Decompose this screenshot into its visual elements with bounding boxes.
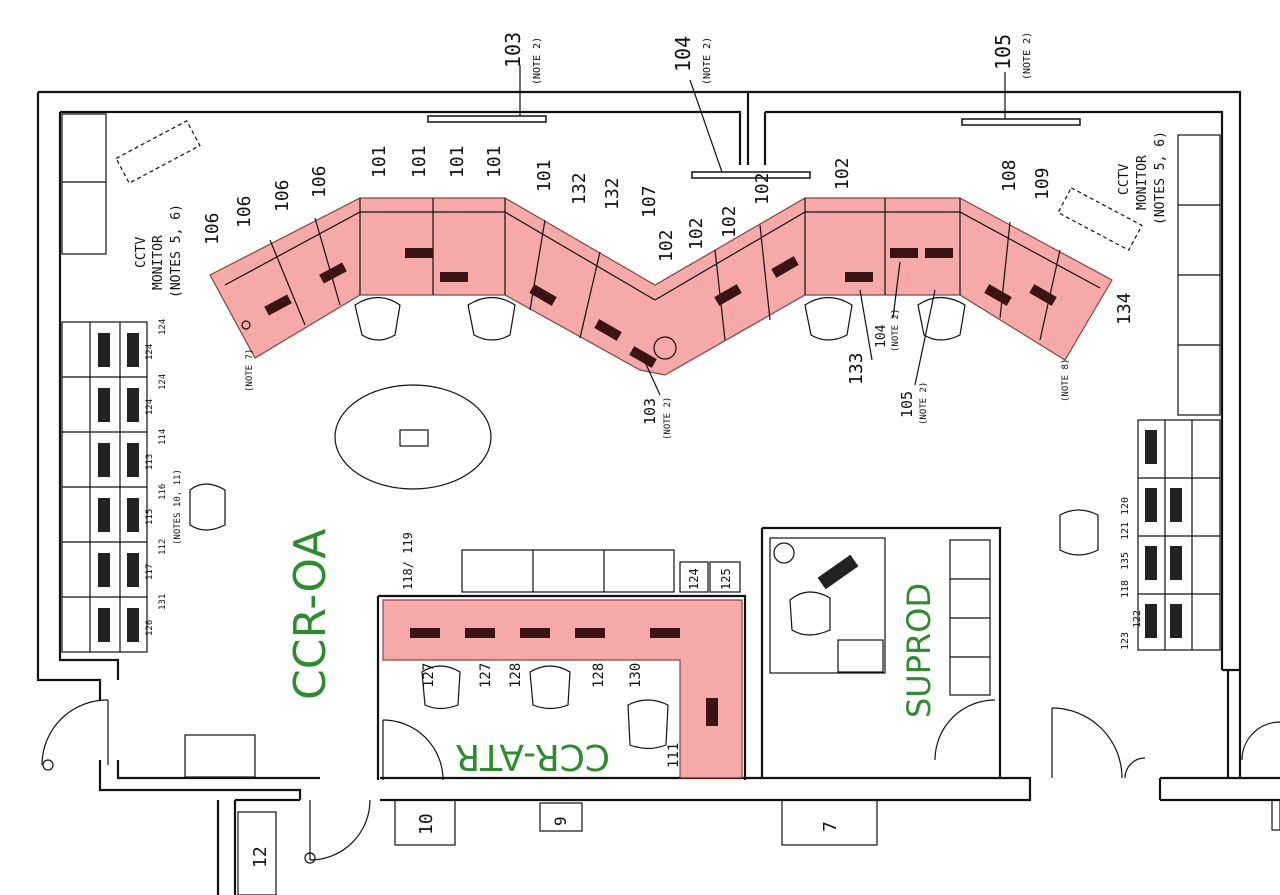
- doors: [41, 699, 1280, 864]
- label-9-box: 9: [551, 816, 570, 826]
- right-rack-labels: 120 121 135 118 123 122: [1120, 497, 1143, 650]
- svg-text:114: 114: [158, 429, 168, 445]
- console-label: 105: [898, 391, 916, 418]
- suprod-room: [760, 526, 1002, 778]
- console-label: 132: [569, 172, 590, 205]
- label-103-top: 103: [501, 32, 525, 68]
- svg-text:115: 115: [145, 509, 155, 525]
- right-racks: [1137, 419, 1221, 651]
- atr-label: 128: [508, 663, 524, 688]
- svg-text:(NOTE 2): (NOTE 2): [891, 309, 901, 352]
- svg-text:122: 122: [1132, 610, 1143, 628]
- console-label: 103: [641, 398, 659, 425]
- console-label: 109: [1032, 167, 1053, 200]
- oval-table: [334, 384, 492, 490]
- cctv-left-note: CCTV MONITOR (NOTES 5, 6): [134, 204, 184, 298]
- console-label: 104: [874, 324, 889, 348]
- atr-label: 127: [478, 663, 494, 688]
- svg-text:(NOTES 5, 6): (NOTES 5, 6): [169, 204, 184, 298]
- svg-text:124: 124: [145, 399, 155, 415]
- console-label: 102: [832, 157, 853, 190]
- svg-text:124: 124: [158, 374, 168, 390]
- svg-text:116: 116: [158, 484, 168, 500]
- label-118-119: 118/ 119: [401, 532, 415, 590]
- svg-text:124: 124: [158, 319, 168, 335]
- room-label-suprod: SUPROD: [900, 583, 938, 718]
- console-label: 101: [534, 159, 555, 192]
- label-12-box: 12: [250, 846, 271, 868]
- label-105-top: 105: [991, 34, 1015, 70]
- svg-text:135: 135: [1120, 552, 1131, 570]
- svg-text:117: 117: [145, 564, 155, 580]
- svg-text:123: 123: [1120, 632, 1131, 650]
- svg-text:118: 118: [1120, 580, 1131, 598]
- svg-text:113: 113: [145, 454, 155, 470]
- outer-walls: [36, 90, 1280, 895]
- svg-text:126: 126: [145, 620, 155, 636]
- svg-text:(NOTES 10, 11): (NOTES 10, 11): [173, 469, 183, 545]
- label-10-box: 10: [416, 813, 437, 835]
- svg-text:(NOTES 5, 6): (NOTES 5, 6): [1153, 131, 1168, 225]
- svg-text:(NOTE 8): (NOTE 8): [1061, 359, 1071, 402]
- console-label: 106: [202, 212, 223, 245]
- console-label: 132: [602, 177, 623, 210]
- atr-labels: 127 127 128 128 130 111: [421, 663, 682, 768]
- console-label: 107: [639, 185, 660, 218]
- console-label: 102: [686, 217, 707, 250]
- ccr-atr-room: [376, 549, 747, 781]
- console-label: 101: [409, 145, 430, 178]
- bottom-boxes: [184, 734, 1280, 895]
- label-104-top: 104: [671, 36, 695, 72]
- left-rack-labels: 124 124 124 124 113 114 115 116 117 112 …: [145, 319, 183, 636]
- atr-label: 128: [591, 663, 607, 688]
- console-label: 106: [234, 195, 255, 228]
- right-cabinets: [1057, 134, 1221, 416]
- console-label: 133: [846, 352, 867, 385]
- svg-text:MONITOR: MONITOR: [151, 235, 166, 290]
- cctv-right-note: CCTV MONITOR (NOTES 5, 6): [1117, 131, 1168, 225]
- room-label-ccr-atr: CCR-ATR: [455, 736, 610, 777]
- main-console: [209, 197, 1113, 376]
- svg-text:120: 120: [1120, 497, 1131, 515]
- svg-text:131: 131: [158, 594, 168, 610]
- console-label: 101: [484, 145, 505, 178]
- console-label: 108: [999, 159, 1020, 192]
- console-labels: 106 106 106 106 101 101 101 101 101 132 …: [202, 145, 1135, 425]
- svg-text:CCTV: CCTV: [134, 237, 149, 268]
- label-125-box: 125: [719, 568, 733, 590]
- svg-text:(NOTE 7): (NOTE 7): [245, 349, 255, 392]
- leader-lines: [644, 261, 936, 396]
- console-label: 102: [656, 229, 677, 262]
- svg-text:CCTV: CCTV: [1117, 164, 1132, 195]
- svg-text:121: 121: [1120, 522, 1131, 540]
- label-124-box: 124: [687, 568, 701, 590]
- label-7-box: 7: [820, 821, 841, 832]
- svg-text:MONITOR: MONITOR: [1135, 155, 1150, 210]
- note2-105-top: (NOTE 2): [1022, 32, 1033, 80]
- console-label: 106: [309, 165, 330, 198]
- left-cabinets: [61, 113, 201, 255]
- console-label: 134: [1114, 292, 1135, 325]
- note2-104-top: (NOTE 2): [702, 37, 713, 85]
- svg-text:(NOTE 2): (NOTE 2): [663, 397, 673, 440]
- console-label: 102: [719, 205, 740, 238]
- note2-103-top: (NOTE 2): [532, 37, 543, 85]
- atr-label: 130: [628, 663, 644, 688]
- atr-label: 127: [421, 663, 437, 688]
- console-label: 101: [447, 145, 468, 178]
- svg-text:112: 112: [158, 539, 168, 555]
- console-label: 101: [369, 145, 390, 178]
- room-label-ccr-oa: CCR-OA: [285, 529, 336, 700]
- atr-label: 111: [666, 743, 682, 768]
- svg-text:(NOTE 2): (NOTE 2): [919, 382, 929, 425]
- svg-text:124: 124: [145, 344, 155, 360]
- console-notes: (NOTE 2) (NOTE 2) (NOTE 2) (NOTE 7) (NOT…: [245, 309, 1071, 440]
- left-racks: [61, 321, 148, 653]
- console-label: 102: [752, 172, 773, 205]
- console-label: 106: [272, 179, 293, 212]
- top-displays: [427, 65, 1081, 179]
